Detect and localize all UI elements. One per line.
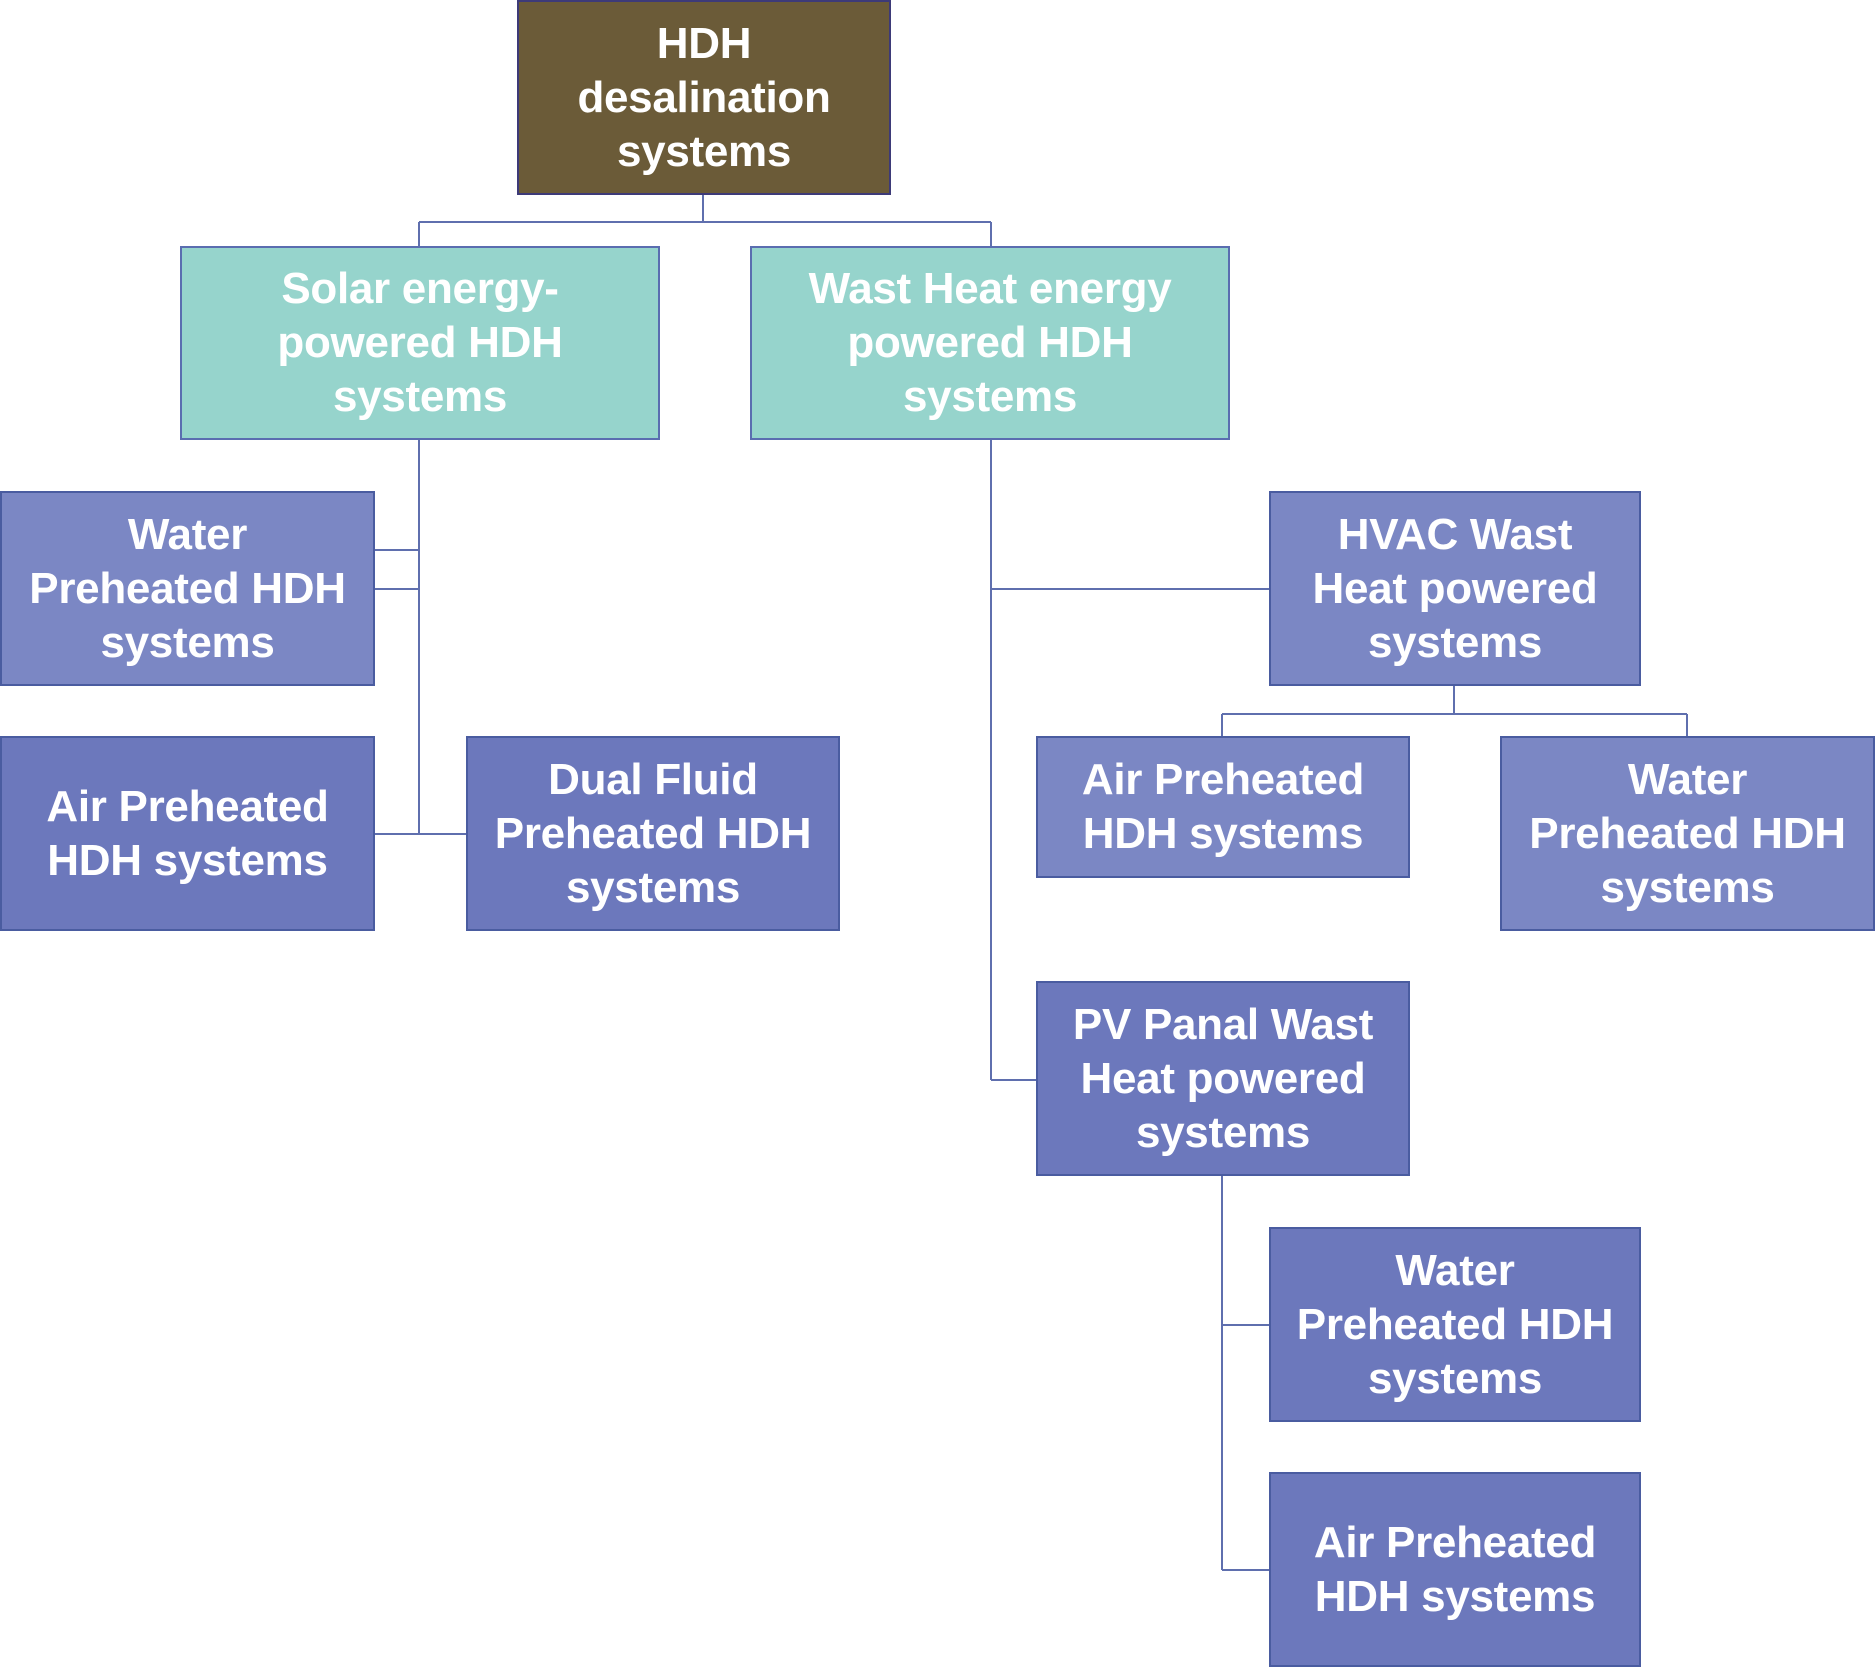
- pv-panel-waste-heat-node: PV Panal Wast Heat powered systems: [1036, 981, 1410, 1176]
- pv-water-preheated-node: Water Preheated HDH systems: [1269, 1227, 1641, 1422]
- hvac-waste-heat-node: HVAC Wast Heat powered systems: [1269, 491, 1641, 686]
- solar-dual-fluid-node: Dual Fluid Preheated HDH systems: [466, 736, 840, 931]
- solar-air-preheated-node: Air Preheated HDH systems: [0, 736, 375, 931]
- hvac-water-preheated-node: Water Preheated HDH systems: [1500, 736, 1875, 931]
- root-node: HDH desalination systems: [517, 0, 891, 195]
- waste-heat-energy-node: Wast Heat energy powered HDH systems: [750, 246, 1230, 440]
- hvac-air-preheated-node: Air Preheated HDH systems: [1036, 736, 1410, 878]
- pv-air-preheated-node: Air Preheated HDH systems: [1269, 1472, 1641, 1667]
- solar-water-preheated-node: Water Preheated HDH systems: [0, 491, 375, 686]
- solar-energy-node: Solar energy- powered HDH systems: [180, 246, 660, 440]
